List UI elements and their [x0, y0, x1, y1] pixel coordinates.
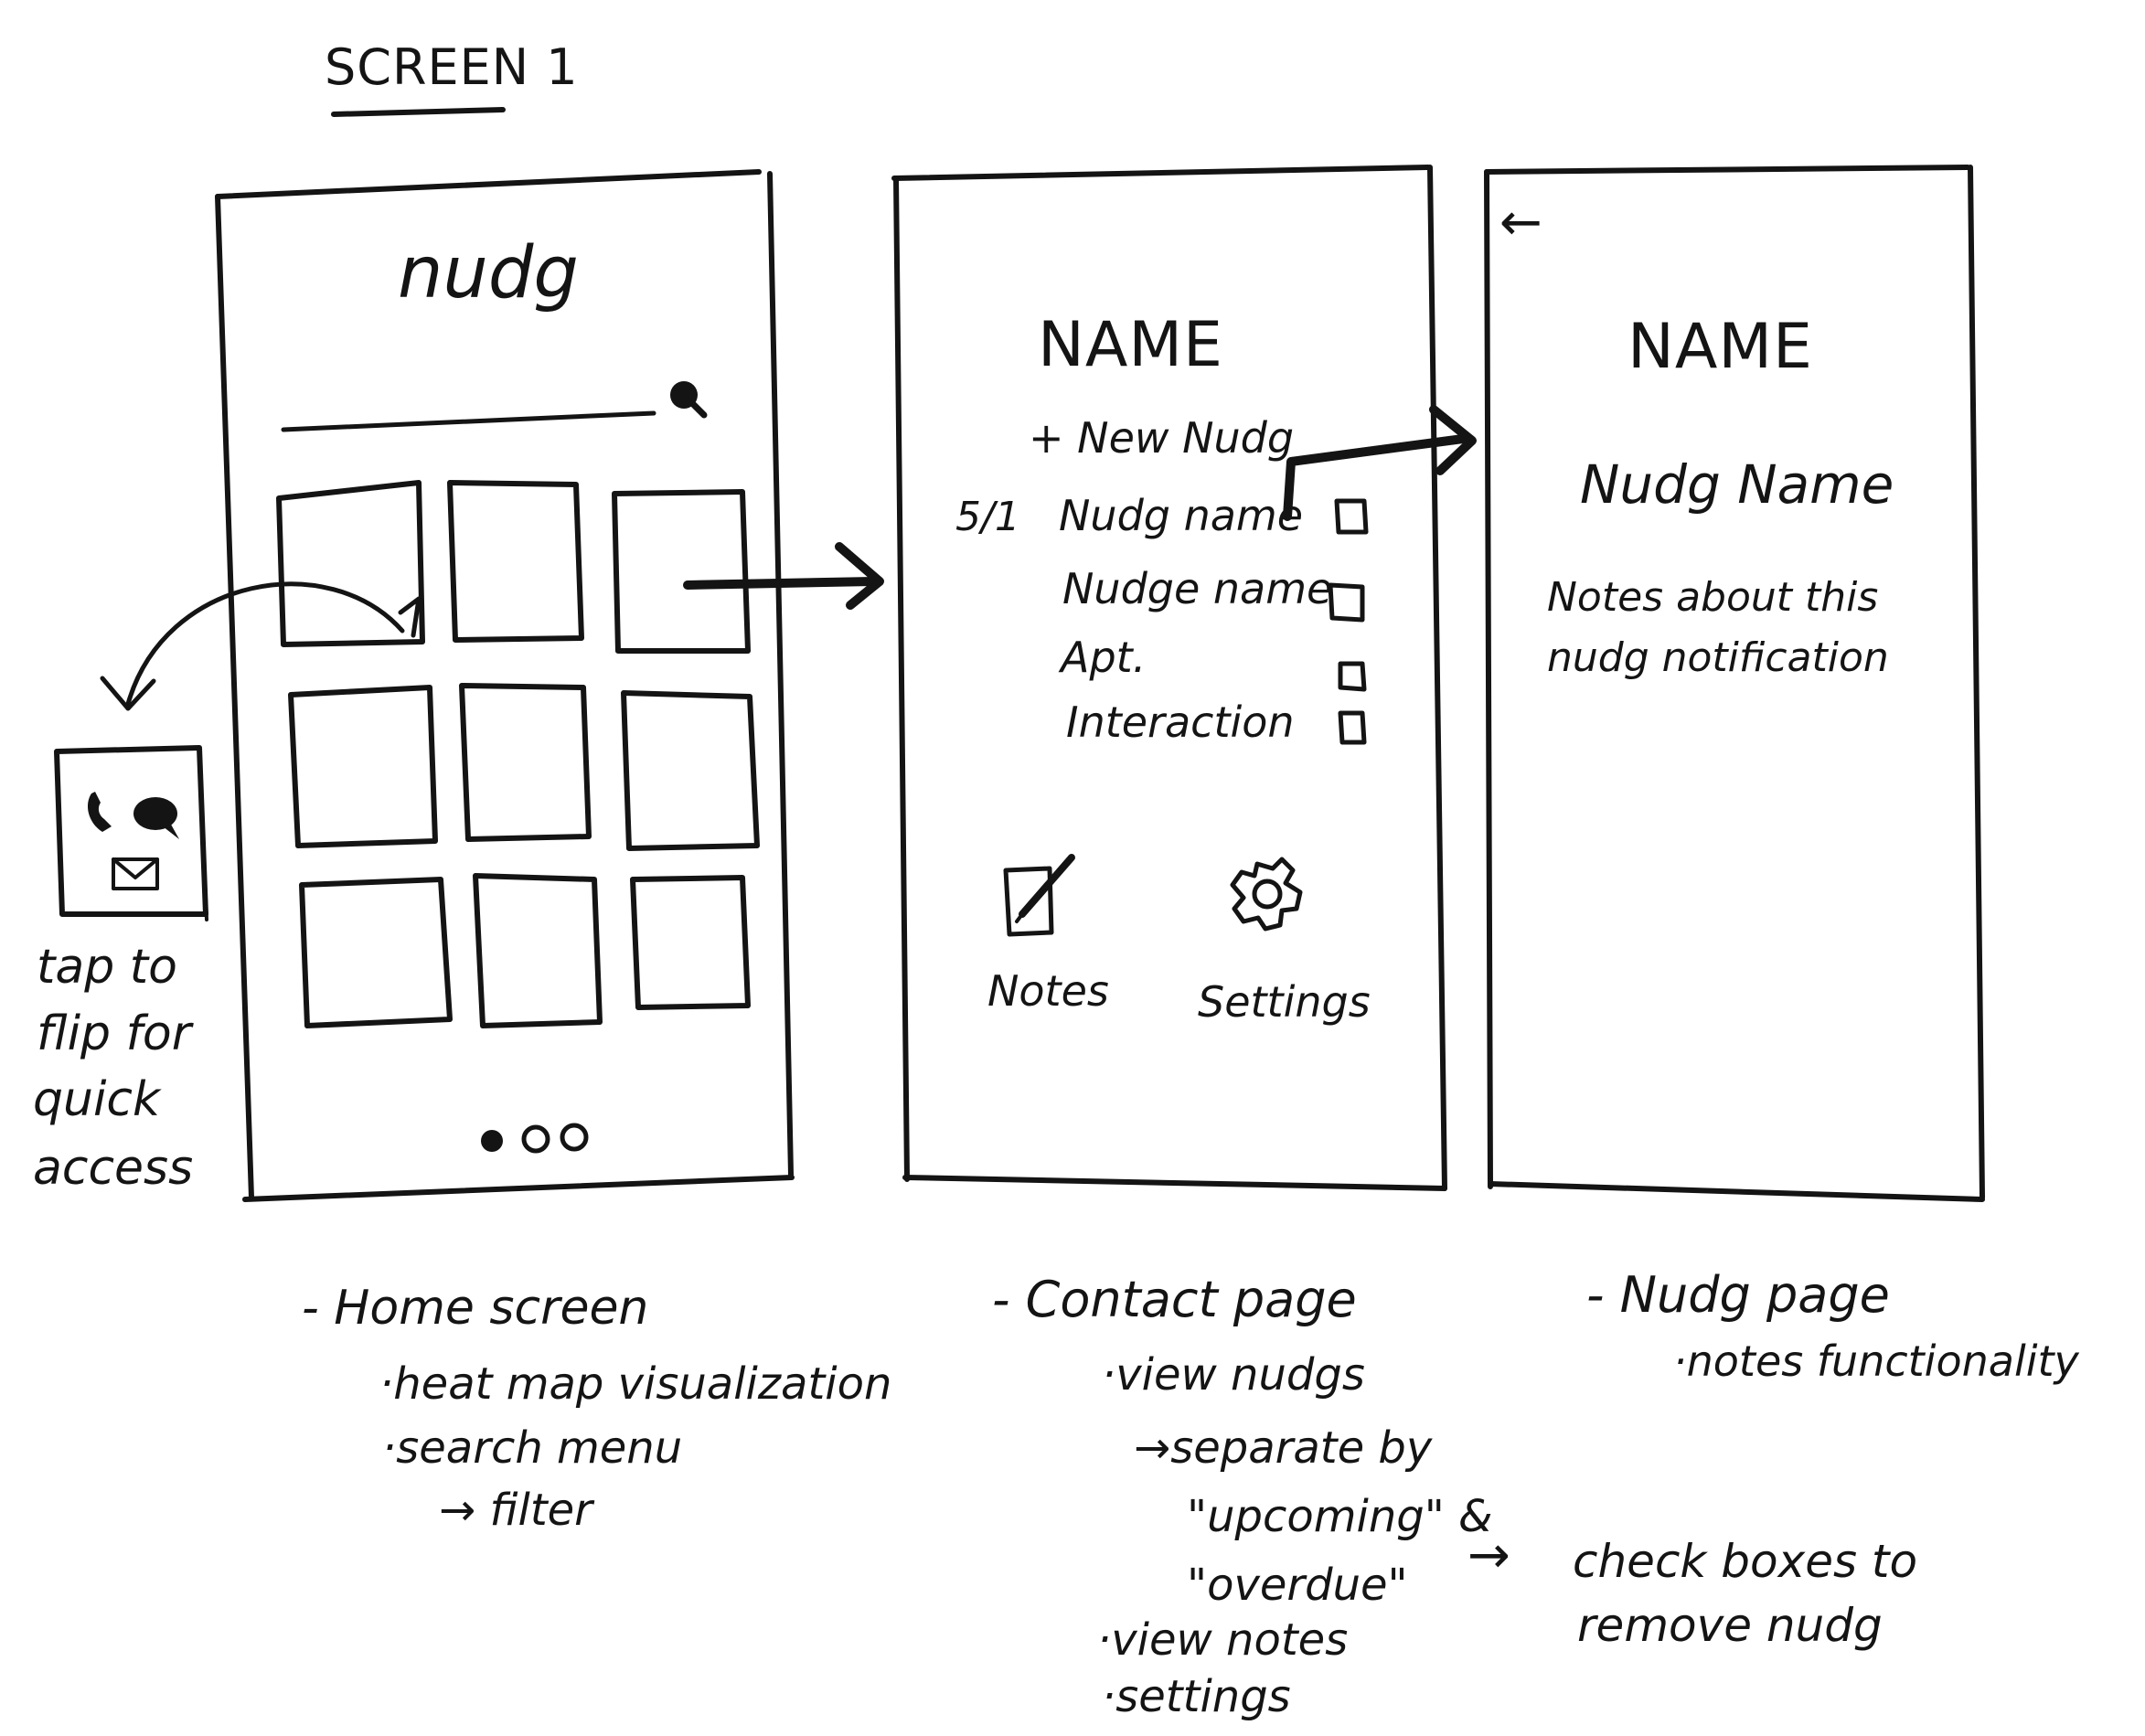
nudg-checkbox-2[interactable] — [1328, 582, 1365, 623]
nudg-checkbox-3[interactable] — [1338, 661, 1367, 692]
home-screen-frame: nudg — [215, 169, 795, 1202]
checkbox-note-1: check boxes to — [1573, 1535, 1917, 1588]
home-annotation-bullet-2: ·search menu — [382, 1422, 682, 1474]
nudg-item-1[interactable]: Nudg name — [1059, 491, 1303, 540]
nudg-checkbox-1[interactable] — [1334, 498, 1369, 535]
nudg-item-2[interactable]: Nudge name — [1062, 564, 1332, 613]
home-annotations: - Home screen ·heat map visualization ·s… — [302, 1281, 891, 1536]
contact-annotation-sub-2: "upcoming" & — [1187, 1491, 1492, 1542]
search-icon[interactable] — [670, 381, 708, 419]
home-annotation-sub-1: → filter — [439, 1485, 595, 1536]
nav-arrow-contact-to-nudg — [1283, 405, 1477, 521]
phone-icon[interactable] — [88, 792, 112, 832]
nudg-contact-name: NAME — [1627, 311, 1813, 383]
nudg-notes-line-1: Notes about this — [1547, 574, 1878, 621]
contact-annotation-bullet-1: ·view nudgs — [1102, 1349, 1365, 1401]
nav-arrow-home-to-contact — [683, 542, 884, 610]
chat-icon[interactable] — [133, 797, 179, 839]
nudg-item-4[interactable]: Interaction — [1066, 698, 1295, 747]
flip-note-4: access — [33, 1141, 193, 1196]
contact-tile-2[interactable] — [447, 480, 584, 643]
title-underline — [331, 107, 506, 117]
contact-name: NAME — [1038, 309, 1223, 381]
pagination-dots[interactable] — [481, 1123, 589, 1154]
contact-annotation-heading: - Contact page — [992, 1271, 1357, 1328]
nudg-annotation-heading: - Nudg page — [1586, 1266, 1890, 1324]
nudg-list: Nudg name Nudge name Apt. Interaction — [1058, 491, 1369, 747]
contact-annotations: - Contact page ·view nudgs →separate by … — [992, 1271, 1917, 1722]
nudg-annotations: - Nudg page ·notes functionality — [1586, 1266, 2080, 1386]
flip-note-3: quick — [33, 1072, 162, 1127]
nudg-screen-frame: ← NAME Nudg Name Notes about this nudg n… — [1484, 165, 1985, 1202]
contact-tile-4[interactable] — [288, 685, 438, 848]
flip-note-1: tap to — [37, 940, 177, 995]
contact-tile-6[interactable] — [621, 690, 760, 851]
contact-tile-3[interactable] — [612, 489, 751, 654]
nudg-annotation-bullet-1: ·notes functionality — [1673, 1337, 2080, 1386]
search-bar[interactable] — [281, 381, 708, 432]
back-arrow-icon[interactable]: ← — [1499, 193, 1542, 252]
nudg-date: 5/1 — [955, 494, 1020, 540]
contact-annotation-sub-1: →separate by — [1134, 1422, 1433, 1474]
page-dot-2[interactable] — [521, 1124, 550, 1154]
home-annotation-bullet-1: ·heat map visualization — [379, 1358, 891, 1410]
flip-note-2: flip for — [37, 1006, 195, 1061]
settings-label[interactable]: Settings — [1198, 977, 1371, 1027]
home-annotation-heading: - Home screen — [302, 1281, 648, 1336]
sketch-title: SCREEN 1 — [325, 38, 579, 96]
tile-flip-corner — [398, 596, 422, 638]
flip-callout: tap to flip for quick access — [33, 581, 405, 1196]
home-app-name: nudg — [398, 232, 579, 314]
notes-icon[interactable] — [1003, 854, 1075, 937]
mail-icon[interactable] — [112, 857, 159, 890]
new-nudg-button[interactable]: + New Nudg — [1029, 413, 1294, 463]
settings-icon[interactable] — [1230, 857, 1303, 932]
checkbox-note-arrow: → — [1467, 1526, 1510, 1585]
nudg-notes-line-2: nudg notification — [1547, 634, 1889, 681]
contact-tile-9[interactable] — [630, 875, 751, 1010]
contact-screen-frame: NAME + New Nudg 5/1 Nudg name Nudge name… — [891, 165, 1447, 1191]
heat-map-grid — [276, 480, 760, 1028]
page-dot-1[interactable] — [481, 1130, 503, 1152]
contact-tile-8[interactable] — [473, 873, 603, 1028]
contact-tile-5[interactable] — [459, 683, 592, 842]
page-dot-3[interactable] — [560, 1123, 589, 1152]
contact-annotation-bullet-3: ·settings — [1102, 1671, 1291, 1722]
title-group: SCREEN 1 — [325, 38, 579, 117]
checkbox-note-2: remove nudg — [1577, 1599, 1883, 1652]
notes-label[interactable]: Notes — [987, 966, 1109, 1016]
nudg-checkbox-4[interactable] — [1338, 710, 1367, 745]
contact-tile-1[interactable] — [276, 480, 425, 647]
contact-annotation-bullet-2: ·view notes — [1097, 1614, 1348, 1666]
contact-annotation-sub-3: "overdue" — [1187, 1560, 1408, 1611]
nudg-item-3[interactable]: Apt. — [1058, 633, 1146, 682]
contact-tile-7[interactable] — [299, 877, 453, 1028]
nudg-name-title: Nudg Name — [1580, 453, 1894, 516]
flip-curve-arrow — [125, 581, 405, 707]
search-input-line[interactable] — [281, 410, 656, 432]
